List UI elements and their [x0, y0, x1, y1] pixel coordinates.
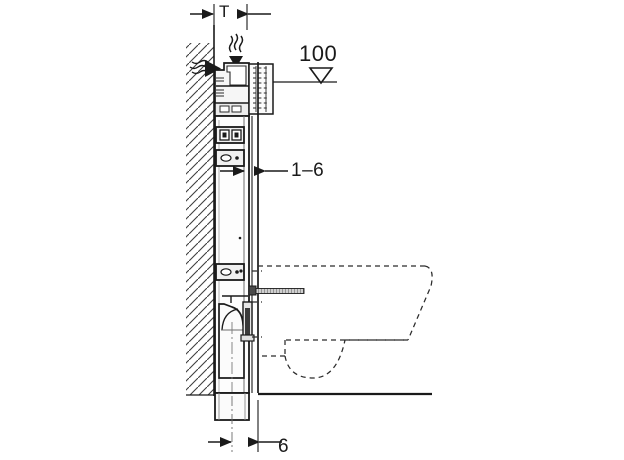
depth-dimension-label: T	[219, 2, 230, 21]
top-odour-extraction-fitting	[214, 62, 274, 117]
hatched-wall	[186, 25, 216, 396]
bolt-centre-mark	[239, 269, 243, 273]
actuator-plate-opening-upper	[215, 126, 245, 144]
level-callout-100-symbol	[273, 67, 337, 85]
frame-centre-mark	[238, 236, 242, 240]
wc-pan-outline	[252, 265, 433, 379]
finished-wall-panel	[251, 62, 259, 393]
inspection-opening-bottom	[215, 263, 245, 281]
wc-fixing-bolt	[248, 285, 305, 296]
flush-pipe-elbow	[218, 295, 255, 420]
level-callout-label: 100	[299, 41, 338, 66]
range-callout-label: 1–6	[291, 160, 325, 181]
actuator-plate-opening-lower	[215, 149, 245, 167]
offset-dimension-label: 6	[278, 436, 289, 457]
airflow-arrows	[189, 33, 244, 77]
depth-dimension-T	[190, 4, 271, 30]
offset-dimension-6	[208, 396, 282, 452]
